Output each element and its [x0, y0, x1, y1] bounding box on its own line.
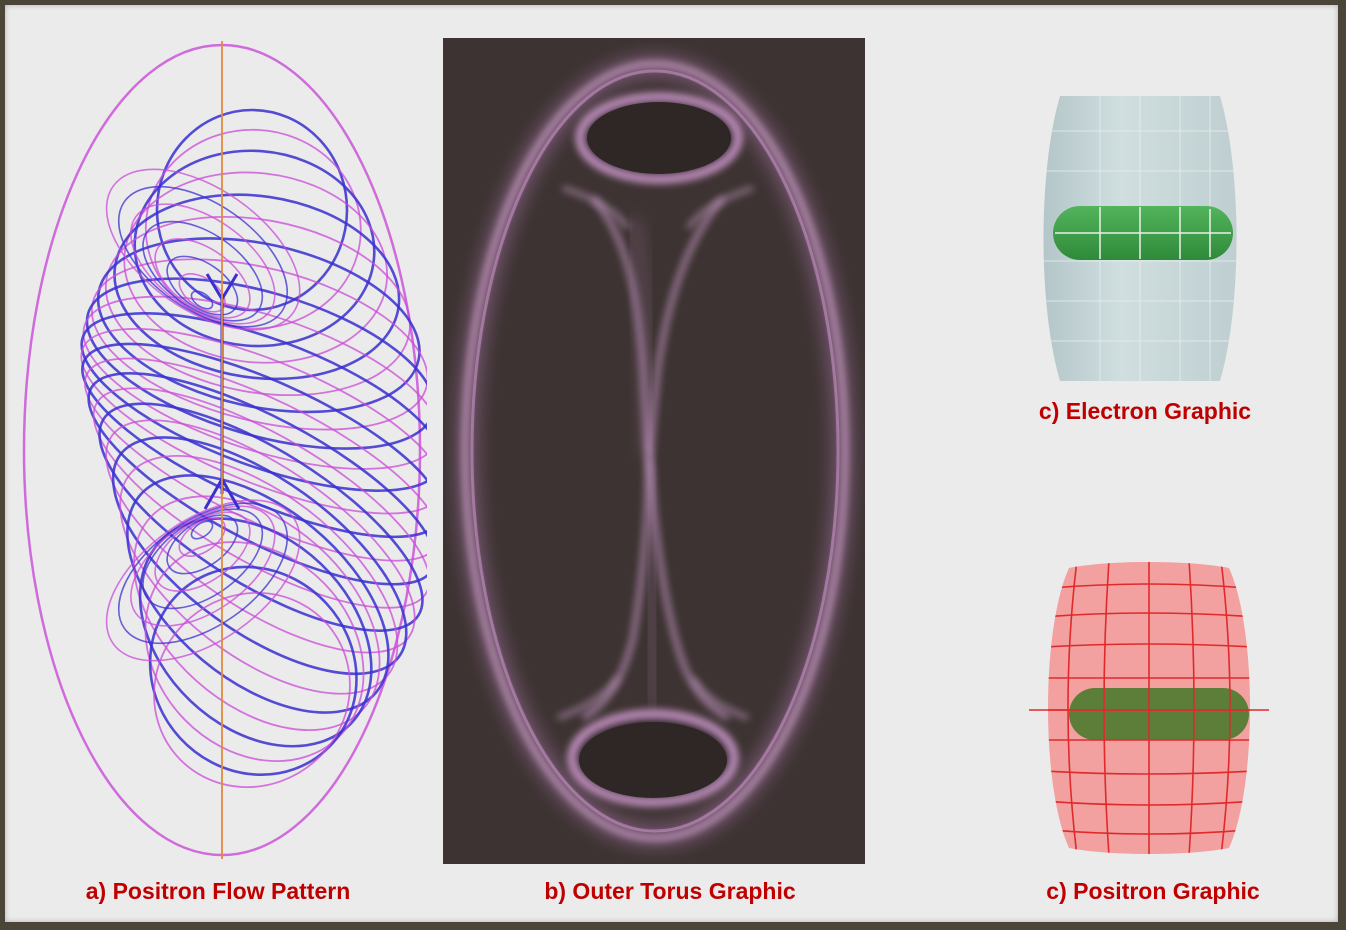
outer-torus-graphic: [443, 38, 865, 864]
positron-flow-pattern-graphic: [17, 39, 427, 861]
electron-svg: [1035, 91, 1250, 386]
flow-loop: [95, 473, 416, 792]
funnel-lower-core: [649, 458, 655, 708]
figure-frame: a) Positron Flow Pattern b) Outer Torus …: [5, 5, 1338, 922]
caption-positron-graphic: c) Positron Graphic: [1013, 878, 1293, 905]
caption-electron-graphic: c) Electron Graphic: [1005, 398, 1285, 425]
flow-loop: [114, 553, 389, 827]
positron-core: [1069, 688, 1249, 740]
torus-svg: [443, 38, 865, 864]
electron-graphic: [1035, 91, 1250, 386]
positron-graphic: [1029, 560, 1269, 856]
torus-bottom-opening-inner: [579, 722, 727, 798]
caption-positron-flow-pattern: a) Positron Flow Pattern: [53, 878, 383, 905]
caption-outer-torus-graphic: b) Outer Torus Graphic: [505, 878, 835, 905]
flow-loop: [75, 393, 427, 718]
flow-pattern-svg: [17, 39, 427, 861]
torus-top-opening-inner: [587, 102, 731, 174]
flow-loop: [107, 524, 399, 817]
positron-svg: [1029, 560, 1269, 856]
